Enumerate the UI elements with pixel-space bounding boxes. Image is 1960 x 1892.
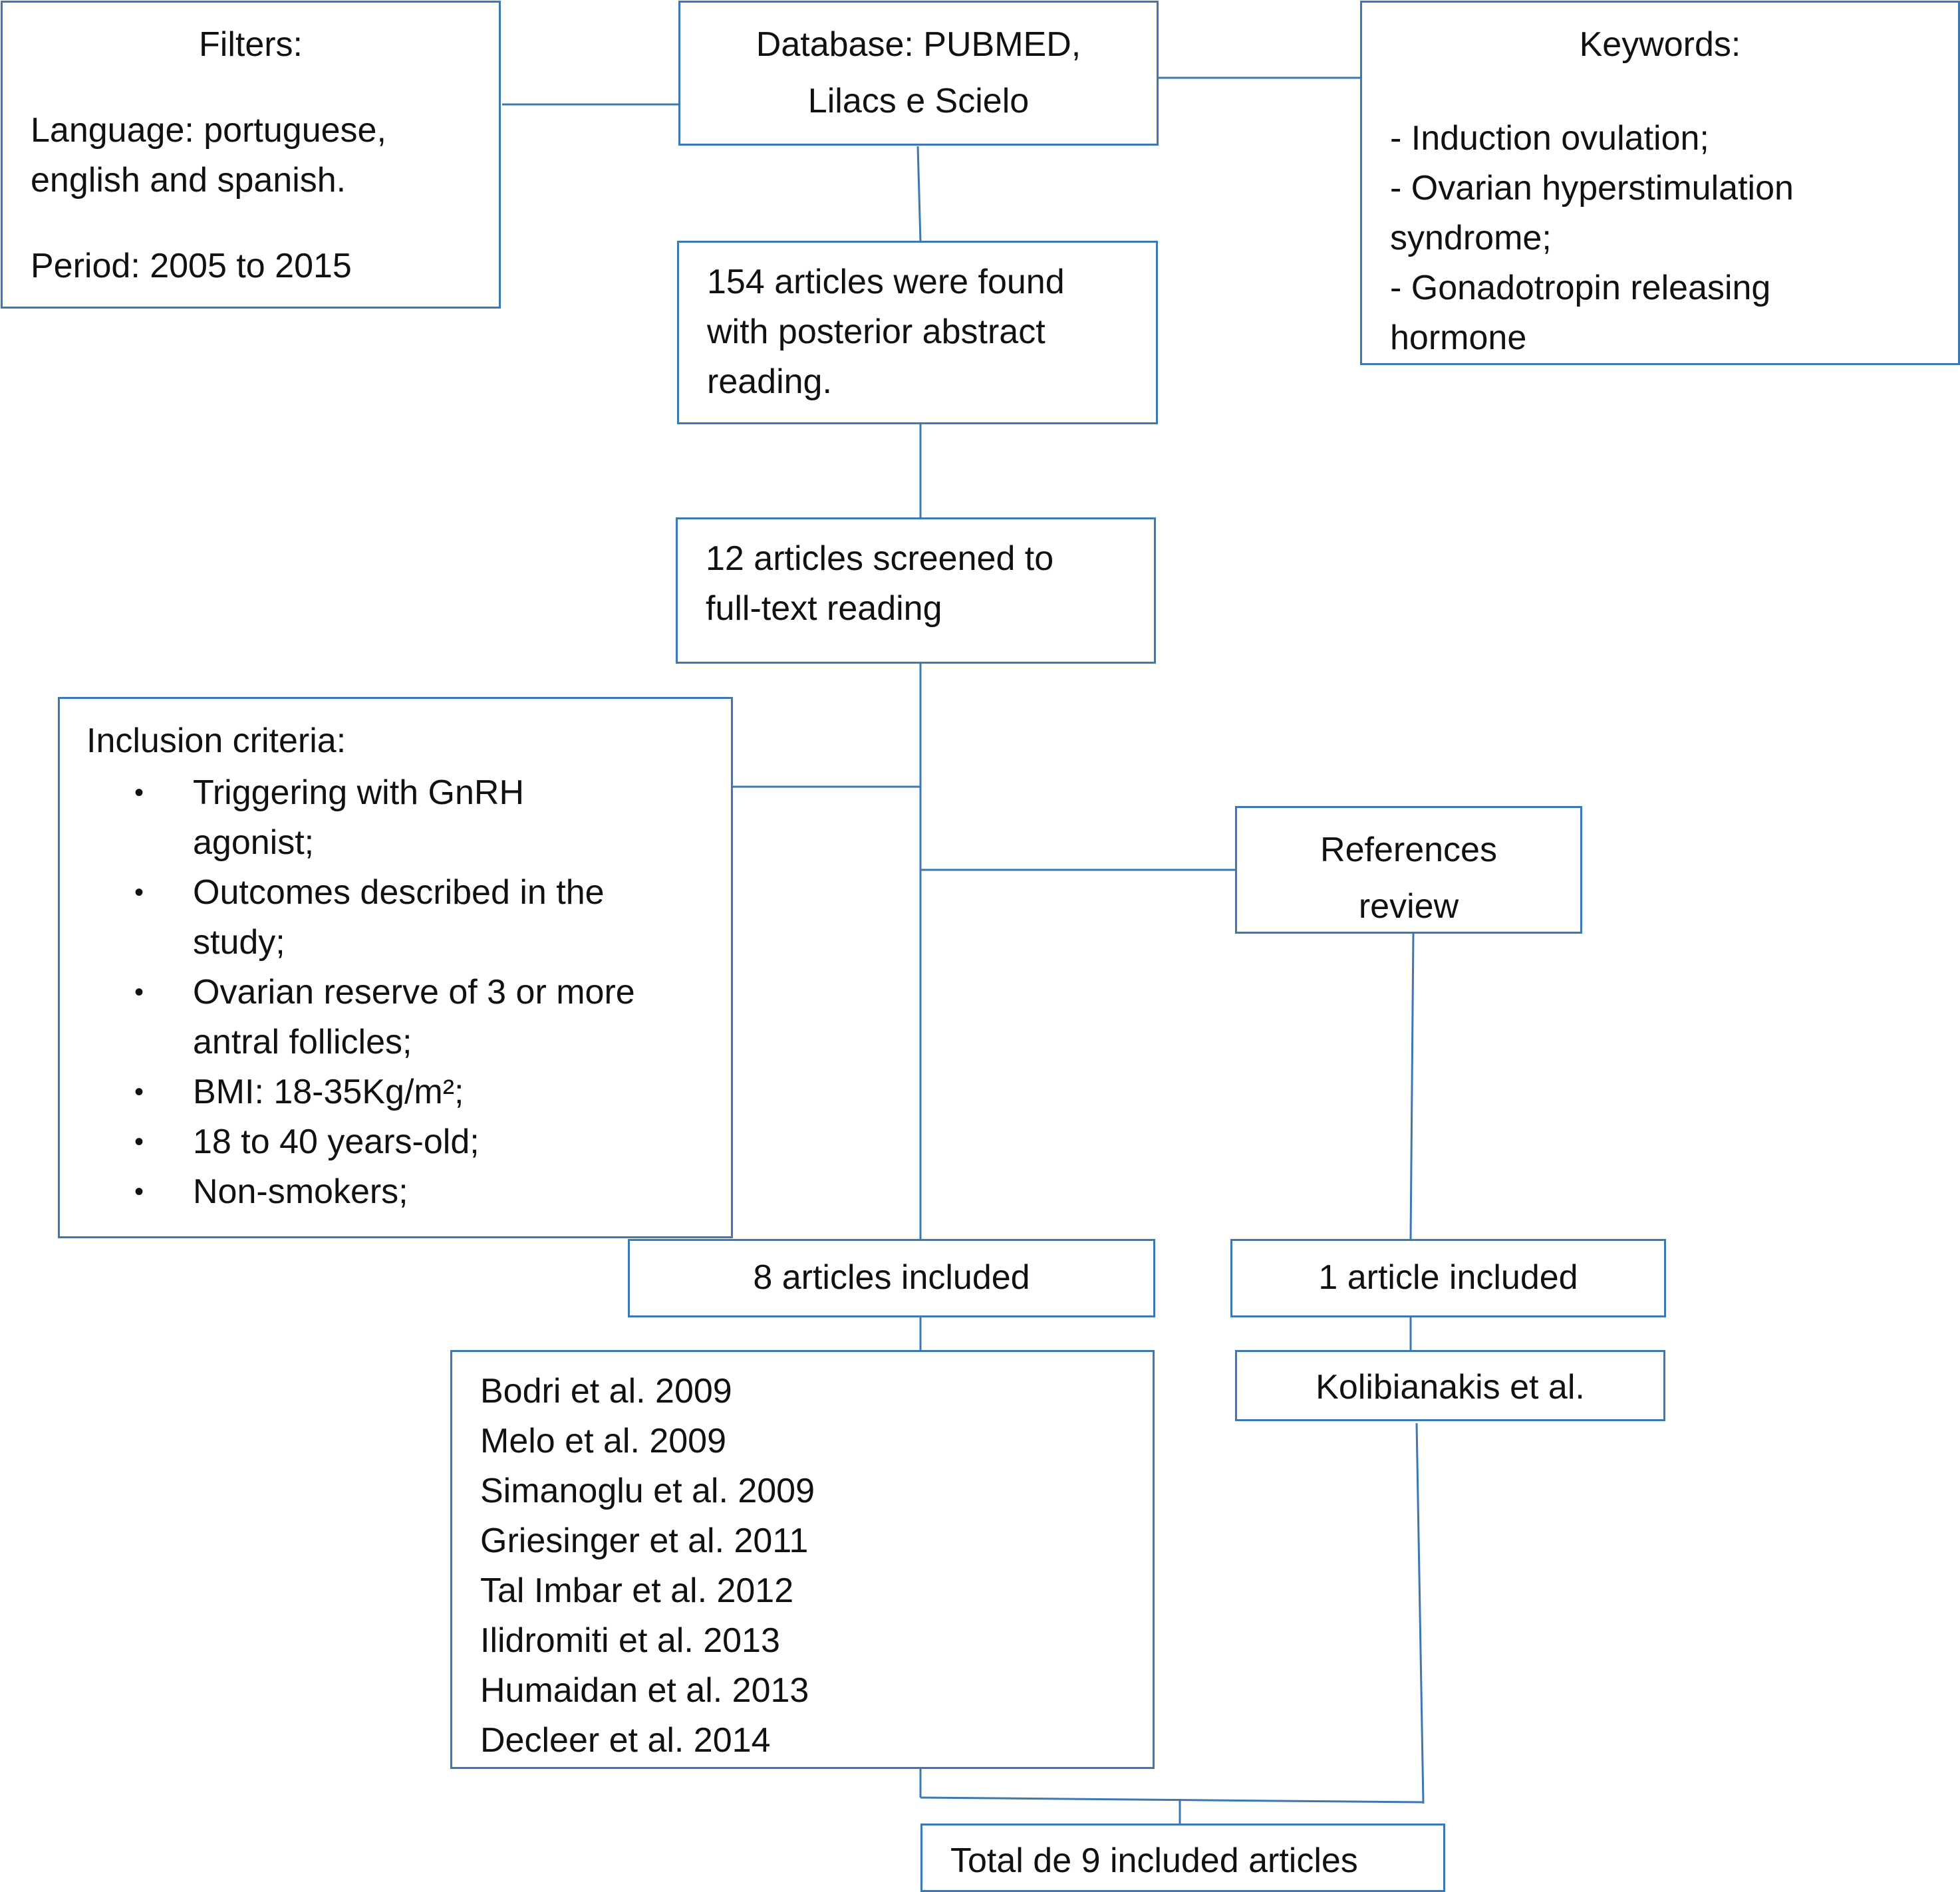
reference-included-box: 1 article included: [1230, 1239, 1666, 1317]
bullet-icon: •: [134, 1127, 144, 1156]
screened-line-2: full-text reading: [706, 589, 942, 628]
filters-period: Period: 2005 to 2015: [31, 247, 352, 285]
articles-screened-box: 12 articles screened to full-text readin…: [676, 517, 1156, 664]
study-item: Tal Imbar et al. 2012: [480, 1571, 794, 1610]
bullet-icon: •: [134, 878, 144, 907]
screened-line-1: 12 articles screened to: [706, 539, 1054, 578]
study-item: Bodri et al. 2009: [480, 1372, 732, 1411]
keyword-line-1: - Induction ovulation;: [1390, 119, 1709, 158]
keyword-line-4: - Gonadotropin releasing: [1390, 269, 1771, 307]
articles-included-label: 8 articles included: [753, 1258, 1030, 1297]
filters-title: Filters:: [199, 25, 303, 64]
reference-included-label: 1 article included: [1318, 1258, 1578, 1297]
bullet-icon: •: [134, 778, 144, 807]
reference-study-label: Kolibianakis et al.: [1316, 1368, 1585, 1407]
bullet-icon: •: [134, 1077, 144, 1107]
keyword-line-2: - Ovarian hyperstimulation: [1390, 169, 1794, 207]
database-line-1: Database: PUBMED,: [756, 25, 1081, 64]
inclusion-title: Inclusion criteria:: [86, 722, 347, 760]
reference-study-box: Kolibianakis et al.: [1235, 1350, 1665, 1421]
keyword-line-3: syndrome;: [1390, 219, 1552, 257]
criterion-item: • Triggering with GnRH agonist;: [60, 768, 731, 868]
filters-box: Filters: Language: portuguese, english a…: [1, 1, 501, 309]
keyword-line-5: hormone: [1390, 319, 1527, 357]
connector-merge: [920, 1796, 1424, 1804]
articles-included-box: 8 articles included: [628, 1239, 1155, 1317]
criterion-item: • 18 to 40 years-old;: [60, 1117, 731, 1167]
found-line-2: with posterior abstract: [707, 313, 1046, 351]
study-item: Melo et al. 2009: [480, 1422, 727, 1460]
criterion-item: • Non-smokers;: [60, 1167, 731, 1217]
study-item: Simanoglu et al. 2009: [480, 1472, 815, 1510]
study-item: Ilidromiti et al. 2013: [480, 1621, 780, 1660]
included-studies-box: Bodri et al. 2009 Melo et al. 2009 Siman…: [450, 1350, 1155, 1769]
study-item: Decleer et al. 2014: [480, 1721, 771, 1760]
total-articles-box: Total de 9 included articles: [920, 1824, 1445, 1892]
articles-found-box: 154 articles were found with posterior a…: [677, 241, 1158, 424]
found-line-1: 154 articles were found: [707, 263, 1065, 301]
keywords-box: Keywords: - Induction ovulation; - Ovari…: [1360, 1, 1960, 365]
total-articles-label: Total de 9 included articles: [950, 1841, 1358, 1880]
study-item: Griesinger et al. 2011: [480, 1522, 809, 1560]
criterion-item: • Ovarian reserve of 3 or more antral fo…: [60, 968, 731, 1067]
inclusion-criteria-box: Inclusion criteria: • Triggering with Gn…: [58, 697, 733, 1238]
database-line-2: Lilacs e Scielo: [807, 82, 1030, 120]
study-item: Humaidan et al. 2013: [480, 1671, 809, 1710]
criterion-item: • Outcomes described in the study;: [60, 868, 731, 968]
references-review-box: References review: [1235, 806, 1582, 934]
found-line-3: reading.: [707, 362, 832, 401]
references-line-2: review: [1358, 887, 1459, 926]
inclusion-criteria-list: • Triggering with GnRH agonist; • Outcom…: [60, 768, 731, 1217]
references-line-1: References: [1320, 831, 1497, 869]
database-box: Database: PUBMED, Lilacs e Scielo: [678, 1, 1159, 146]
connector-references-included: [1409, 932, 1415, 1240]
bullet-icon: •: [134, 978, 144, 1007]
filters-language-line-1: Language: portuguese,: [31, 111, 386, 150]
criterion-item: • BMI: 18-35Kg/m²;: [60, 1067, 731, 1117]
keywords-title: Keywords:: [1579, 25, 1741, 64]
connector-refstudy-down: [1415, 1422, 1425, 1804]
filters-language-line-2: english and spanish.: [31, 161, 347, 200]
bullet-icon: •: [134, 1177, 144, 1206]
connector-database-found: [916, 146, 922, 243]
